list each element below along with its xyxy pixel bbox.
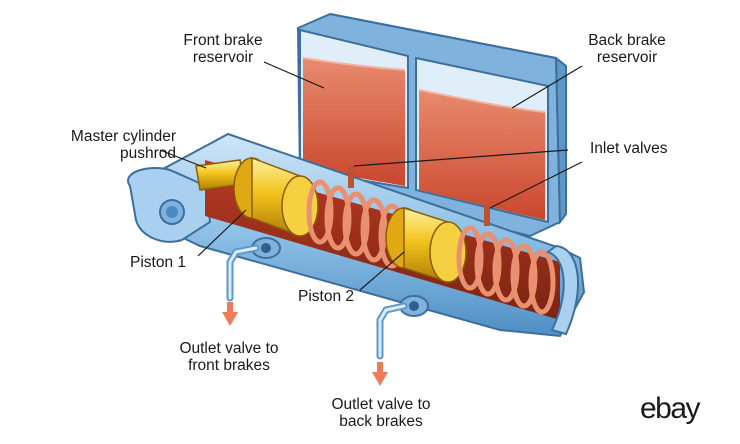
leader-back-reservoir bbox=[511, 65, 583, 109]
leader-piston-2 bbox=[359, 251, 405, 291]
arrow-back bbox=[372, 362, 388, 386]
leader-pushrod bbox=[159, 149, 207, 169]
spring-1 bbox=[306, 179, 406, 269]
label-back-reservoir: Back brake reservoir bbox=[572, 32, 682, 66]
label-back-reservoir-line2: reservoir bbox=[596, 49, 658, 66]
outlet-fitting-front bbox=[251, 237, 281, 259]
front-reservoir-fluid bbox=[303, 58, 405, 186]
leader-front-reservoir bbox=[263, 61, 325, 89]
label-front-reservoir: Front brake reservoir bbox=[168, 32, 278, 66]
label-piston-2: Piston 2 bbox=[298, 288, 355, 305]
label-outlet-back-line2: back brakes bbox=[339, 413, 423, 430]
leader-inlet-back bbox=[489, 161, 583, 209]
label-pushrod-line2: pushrod bbox=[119, 145, 176, 162]
label-outlet-front-line1: Outlet valve to bbox=[179, 340, 279, 357]
inlet-valve-front bbox=[348, 166, 354, 188]
label-inlet-valves: Inlet valves bbox=[590, 140, 668, 157]
label-outlet-back: Outlet valve to back brakes bbox=[314, 396, 448, 430]
label-piston-1: Piston 1 bbox=[130, 254, 187, 271]
spring-2 bbox=[456, 225, 556, 315]
label-back-reservoir-line1: Back brake bbox=[588, 32, 666, 49]
label-outlet-front-line2: front brakes bbox=[188, 357, 270, 374]
label-outlet-back-line1: Outlet valve to bbox=[331, 396, 431, 413]
inlet-valve-back bbox=[484, 204, 490, 226]
label-front-reservoir-line1: Front brake bbox=[183, 32, 263, 49]
ebay-logo: ebay bbox=[640, 392, 701, 425]
back-reservoir-fluid bbox=[419, 90, 545, 220]
label-pushrod-line1: Master cylinder bbox=[70, 128, 176, 145]
label-front-reservoir-line2: reservoir bbox=[192, 49, 254, 66]
arrow-front bbox=[222, 302, 238, 326]
label-pushrod: Master cylinder pushrod bbox=[30, 128, 176, 162]
leader-piston-1 bbox=[197, 209, 247, 257]
leader-inlet-front bbox=[353, 149, 569, 167]
label-outlet-front: Outlet valve to front brakes bbox=[162, 340, 296, 374]
outlet-fitting-back bbox=[399, 295, 429, 317]
